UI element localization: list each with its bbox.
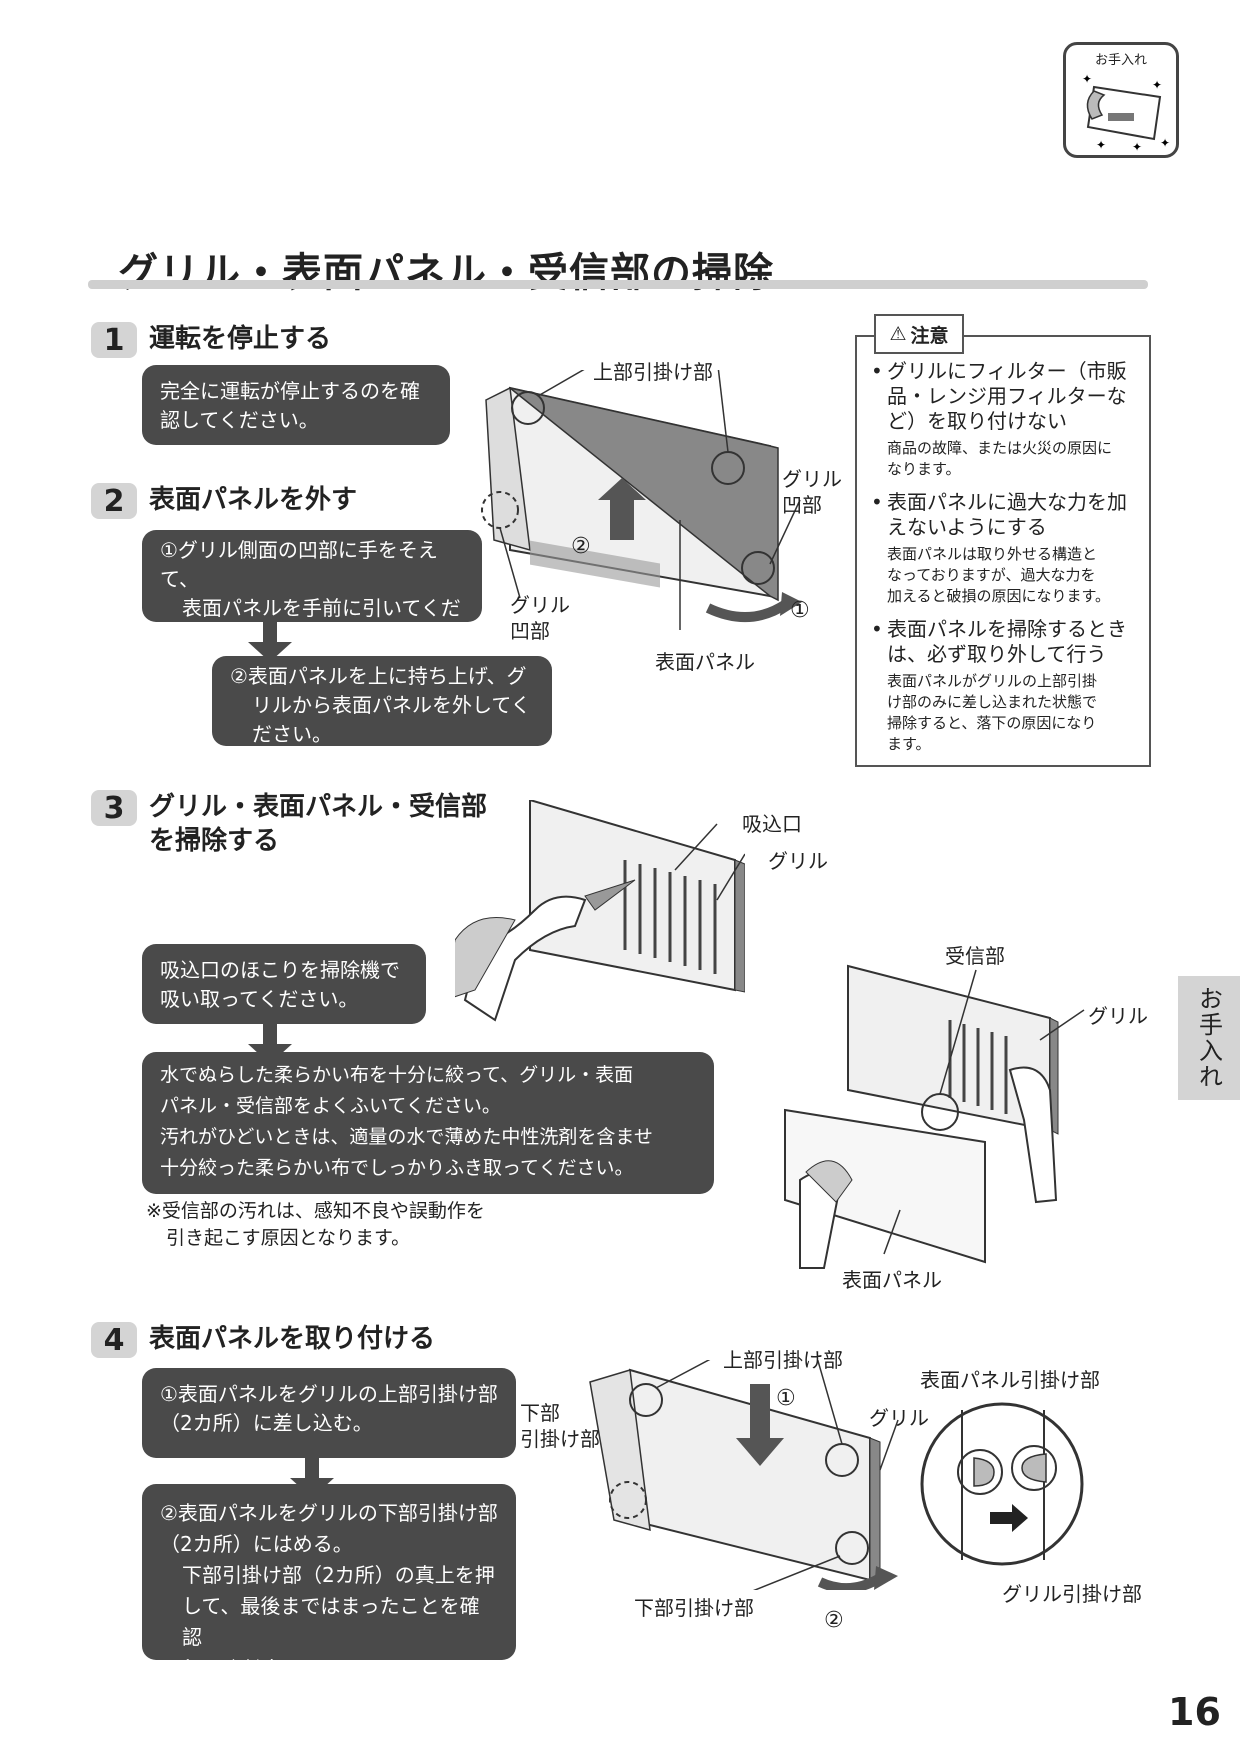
section-side-tab: お手入れ — [1178, 976, 1240, 1100]
svg-text:✦: ✦ — [1160, 136, 1170, 150]
marker-1: ① — [790, 598, 810, 623]
step-1-heading: 1 運転を停止する — [91, 322, 331, 358]
cleaning-icon: ✦ ✦ ✦ ✦ ✦ — [1082, 72, 1170, 153]
step-2-instruction-2: ②表面パネルを上に持ち上げ、グ リルから表面パネルを外してく ださい。 — [212, 656, 552, 746]
label-lower-hook-left: 下部 引掛け部 — [520, 1401, 600, 1451]
wiping-illustration — [784, 964, 1085, 1269]
down-arrow-icon — [263, 1024, 277, 1046]
label-upper-hook: 上部引掛け部 — [593, 360, 713, 384]
label-receiver: 受信部 — [945, 944, 1005, 968]
page-number: 16 — [1168, 1690, 1221, 1734]
label-grill-hook: グリル引掛け部 — [1002, 1582, 1142, 1606]
svg-text:✦: ✦ — [1096, 138, 1106, 152]
step-3-note: ※受信部の汚れは、感知不良や誤動作を 引き起こす原因となります。 — [146, 1200, 485, 1249]
step-number: 3 — [91, 790, 137, 826]
step-3-instruction-1: 吸込口のほこりを掃除機で 吸い取ってください。 — [142, 944, 426, 1024]
label-grill-b: グリル — [1088, 1004, 1148, 1028]
label-grill-a: グリル — [768, 849, 828, 873]
label-upper-hook-4: 上部引掛け部 — [723, 1348, 843, 1372]
step-number: 4 — [91, 1322, 137, 1358]
step-number: 2 — [91, 483, 137, 519]
step-title: 運転を停止する — [149, 324, 332, 354]
corner-badge-label: お手入れ — [1094, 53, 1147, 68]
down-arrow-icon — [305, 1458, 319, 1480]
label-surface-panel: 表面パネル — [655, 650, 755, 674]
label-grill-4: グリル — [869, 1406, 929, 1430]
step-title: 表面パネルを取り付ける — [149, 1324, 436, 1354]
vacuum-cleaning-illustration — [455, 800, 745, 1022]
step-4-instruction-2: ②表面パネルをグリルの下部引掛け部 （2カ所）にはめる。 下部引掛け部（2カ所）… — [142, 1484, 516, 1680]
label-inlet: 吸込口 — [742, 812, 802, 836]
label-lower-hook-bottom: 下部引掛け部 — [634, 1596, 754, 1620]
corner-badge: お手入れ ✦ ✦ ✦ ✦ ✦ — [1063, 42, 1179, 158]
step-3-heading: 3 グリル・表面パネル・受信部 を掃除する — [91, 790, 487, 858]
down-arrow-icon — [263, 622, 277, 644]
step-3-instruction-2: 水でぬらした柔らかい布を十分に絞って、グリル・表面 パネル・受信部をよくふいてく… — [142, 1052, 714, 1194]
step-4-instruction-1: ①表面パネルをグリルの上部引掛け部 （2カ所）に差し込む。 — [142, 1368, 516, 1458]
svg-text:✦: ✦ — [1152, 78, 1162, 92]
label-grill-recess-left: グリル 凹部 — [510, 593, 570, 643]
warning-icon: ⚠ — [889, 323, 907, 345]
step-2-heading: 2 表面パネルを外す — [91, 483, 357, 519]
step-2-instruction-1: ①グリル側面の凹部に手をそえて、 表面パネルを手前に引いてくだ さい。 — [142, 530, 482, 649]
panel-removal-illustration — [481, 370, 802, 630]
step-title: グリル・表面パネル・受信部 を掃除する — [149, 792, 488, 856]
marker-2: ② — [571, 534, 591, 559]
hook-detail-illustration — [920, 1402, 1084, 1566]
step-1-instruction: 完全に運転が停止するのを確認してください。 — [142, 365, 450, 445]
svg-text:✦: ✦ — [1082, 72, 1092, 86]
svg-text:✦: ✦ — [1132, 140, 1142, 153]
panel-attach-illustration — [589, 1360, 899, 1590]
step-4-heading: 4 表面パネルを取り付ける — [91, 1322, 435, 1358]
page-title: グリル・表面パネル・受信部の掃除 — [118, 250, 774, 296]
caution-header: ⚠ 注意 — [874, 314, 964, 354]
label-panel-hook: 表面パネル引掛け部 — [920, 1368, 1100, 1392]
label-surface-panel-3: 表面パネル — [842, 1268, 942, 1292]
label-grill-recess-right: グリル 凹部 — [782, 467, 842, 517]
step-title: 表面パネルを外す — [149, 485, 358, 515]
step-number: 1 — [91, 322, 137, 358]
marker-2: ② — [824, 1608, 844, 1633]
marker-1: ① — [776, 1386, 796, 1411]
title-underline — [88, 280, 1148, 289]
